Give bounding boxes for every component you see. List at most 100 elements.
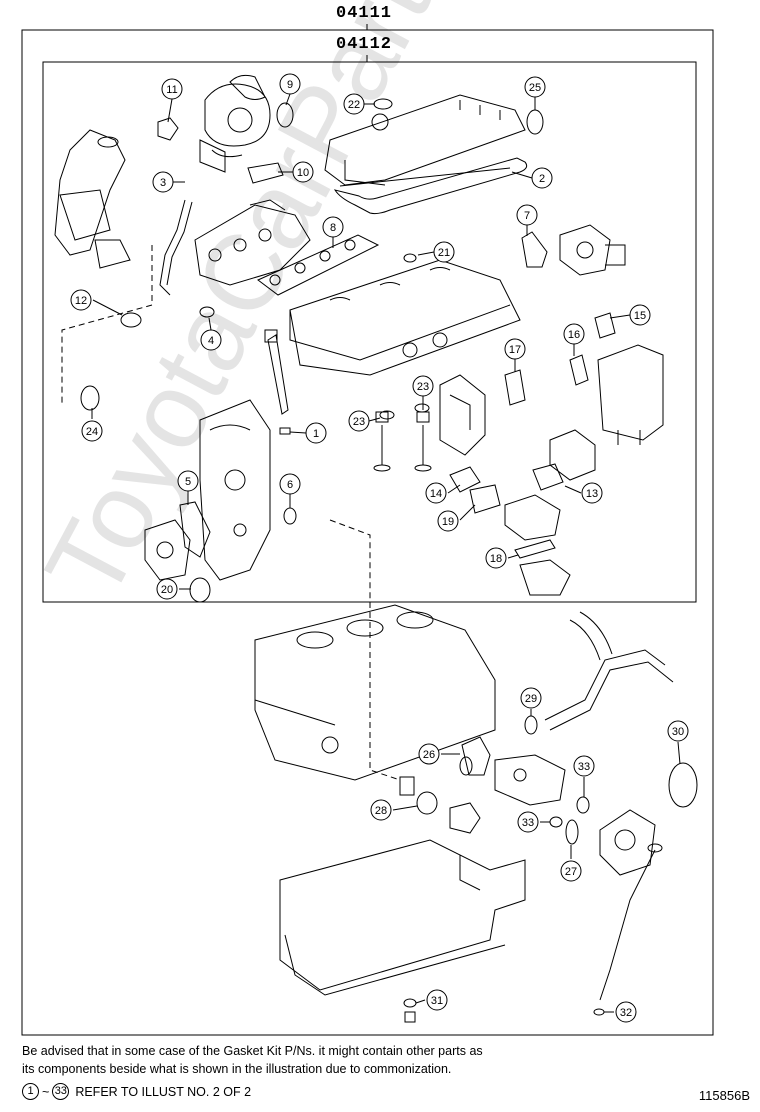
callout-circle xyxy=(156,578,178,600)
callout-30: 30 xyxy=(667,720,689,742)
reference-text: REFER TO ILLUST NO. 2 OF 2 xyxy=(75,1084,252,1099)
intake-sketch xyxy=(504,429,596,596)
callout-15: 15 xyxy=(629,304,651,326)
callout-circle xyxy=(520,687,542,709)
pipe-sketch xyxy=(159,199,193,296)
callout-circle xyxy=(200,329,222,351)
valves-sketch xyxy=(373,411,432,472)
callout-4: 4 xyxy=(200,329,222,351)
callout-33: 33 xyxy=(517,811,539,833)
callout-circle xyxy=(412,375,434,397)
callout-circle xyxy=(615,1001,637,1023)
callout-number: 28 xyxy=(375,805,387,817)
illustration-code: 115856B xyxy=(698,1088,750,1103)
callout-circle xyxy=(524,76,546,98)
callout-number: 8 xyxy=(330,222,336,234)
callout-12: 12 xyxy=(70,289,92,311)
callout-circle xyxy=(426,989,448,1011)
catalytic-converter-sketch xyxy=(54,129,131,269)
callout-circle xyxy=(581,482,603,504)
callout-circle xyxy=(279,73,301,95)
callout-circle xyxy=(573,755,595,777)
callout-5: 5 xyxy=(177,470,199,492)
head-cover-gasket-sketch xyxy=(333,157,528,215)
callout-8: 8 xyxy=(322,216,344,238)
cylinder-head-cover-sketch xyxy=(324,94,526,186)
callout-circle xyxy=(305,422,327,444)
callout-circle xyxy=(370,799,392,821)
callout-number: 24 xyxy=(86,426,98,438)
egr-valve-sketch xyxy=(559,224,626,276)
water-inlet-sketch xyxy=(439,374,486,456)
callout-number: 33 xyxy=(578,761,590,773)
callout-number: 12 xyxy=(75,295,87,307)
cylinder-head-sketch xyxy=(289,259,521,376)
callout-number: 4 xyxy=(208,335,214,347)
reference-from-circle: 1 xyxy=(22,1083,39,1100)
callout-circle xyxy=(81,420,103,442)
oil-filter-bracket-sketch xyxy=(599,809,656,876)
callout-25: 25 xyxy=(524,76,546,98)
callout-circle xyxy=(485,547,507,569)
callout-number: 23 xyxy=(417,381,429,393)
callout-3: 3 xyxy=(152,171,174,193)
callout-21: 21 xyxy=(433,241,455,263)
callout-number: 16 xyxy=(568,329,580,341)
callout-circle xyxy=(433,241,455,263)
callout-1: 1 xyxy=(305,422,327,444)
callout-number: 32 xyxy=(620,1007,632,1019)
callout-circle xyxy=(504,338,526,360)
callout-16: 16 xyxy=(563,323,585,345)
callout-circle xyxy=(152,171,174,193)
timing-cover-sketch xyxy=(199,399,271,581)
callout-31: 31 xyxy=(426,989,448,1011)
water-pump-sketch xyxy=(494,754,566,806)
water-pipe-sketch xyxy=(544,611,674,731)
callout-number: 10 xyxy=(297,167,309,179)
dashed-leaders xyxy=(61,245,371,602)
callout-20: 20 xyxy=(156,578,178,600)
callout-circle xyxy=(343,93,365,115)
callout-number: 26 xyxy=(423,749,435,761)
callout-number: 18 xyxy=(490,553,502,565)
callout-10: 10 xyxy=(292,161,314,183)
callout-13: 13 xyxy=(581,482,603,504)
cylinder-block-sketch xyxy=(254,604,496,781)
note-line-2: its components beside what is shown in t… xyxy=(22,1062,452,1076)
block-dashed-leader xyxy=(369,602,401,781)
callout-number: 2 xyxy=(539,173,545,185)
kit-label-outer: 04111 xyxy=(336,4,393,23)
reference-to-circle: 33 xyxy=(52,1083,70,1100)
callout-number: 11 xyxy=(166,84,177,96)
callout-27: 27 xyxy=(560,860,582,882)
callout-number: 31 xyxy=(431,995,443,1007)
callout-circle xyxy=(531,167,553,189)
callout-23: 23 xyxy=(348,410,370,432)
callout-number: 30 xyxy=(672,726,684,738)
callout-29: 29 xyxy=(520,687,542,709)
callout-number: 20 xyxy=(161,584,173,596)
callout-number: 29 xyxy=(525,693,537,705)
callout-number: 1 xyxy=(313,428,319,440)
small-gaskets-sketch xyxy=(80,98,616,603)
callout-number: 15 xyxy=(634,310,646,322)
callout-number: 7 xyxy=(524,210,530,222)
callout-number: 14 xyxy=(430,488,442,500)
callout-number: 9 xyxy=(287,79,293,91)
dipstick-sketch xyxy=(599,843,663,1001)
callout-circle xyxy=(418,743,440,765)
oil-pan-sketch xyxy=(279,839,526,996)
callout-22: 22 xyxy=(343,93,365,115)
callout-circle xyxy=(425,482,447,504)
callout-9: 9 xyxy=(279,73,301,95)
callout-number: 25 xyxy=(529,82,541,94)
callout-circle xyxy=(292,161,314,183)
callout-leaders xyxy=(91,93,681,1013)
cooler-sketch xyxy=(597,344,664,445)
callout-number: 3 xyxy=(160,177,166,189)
callout-28: 28 xyxy=(370,799,392,821)
callout-7: 7 xyxy=(516,204,538,226)
callout-number: 23 xyxy=(353,416,365,428)
